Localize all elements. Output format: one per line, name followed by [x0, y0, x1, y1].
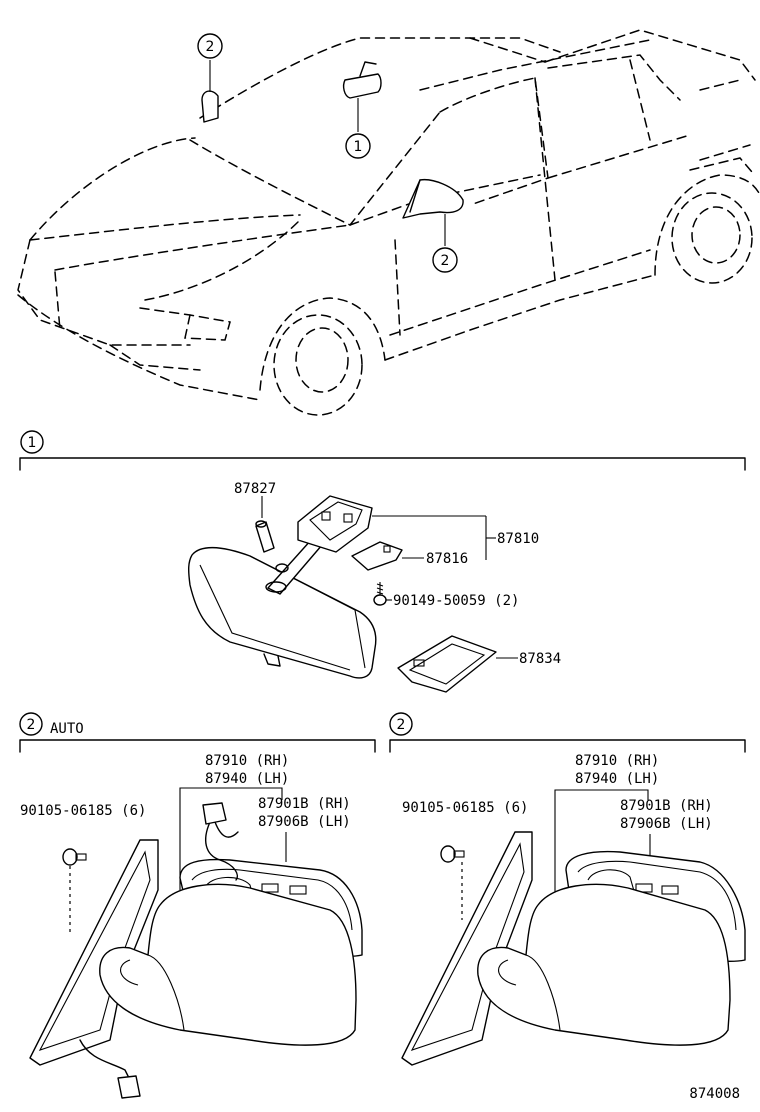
- part-87810-bracket: [297, 495, 373, 553]
- callout-1-inner-mirror: 1: [345, 133, 371, 159]
- section-1-number: 1: [28, 435, 37, 451]
- part-87827-cover: [255, 521, 275, 553]
- label-87816: 87816: [426, 551, 468, 567]
- label-90105-06185-auto: 90105-06185 (6): [20, 803, 146, 819]
- label-87901b-rh-manual: 87901B (RH): [620, 798, 713, 814]
- car-left-mirror: [201, 90, 219, 123]
- callout-2-right-mirror: 2: [432, 247, 458, 273]
- section-2-manual-bracket: [389, 739, 746, 753]
- label-87827: 87827: [234, 481, 276, 497]
- section-inner-mirror: 1 87827 87810 87816: [19, 430, 746, 693]
- section-outer-mirror-manual: 2 87910 (RH) 87940 (LH) 87901B (RH) 8790…: [389, 712, 746, 1066]
- figure-number: 874008: [689, 1086, 740, 1102]
- svg-text:2: 2: [441, 253, 450, 269]
- car-inner-mirror: [342, 73, 382, 99]
- car-right-mirror: [402, 179, 464, 219]
- label-87940-lh-manual: 87940 (LH): [575, 771, 659, 787]
- section-2-manual-number: 2: [397, 717, 406, 733]
- inner-mirror-housing: [187, 546, 377, 679]
- screw-90105-auto: [62, 848, 87, 866]
- label-87834: 87834: [519, 651, 561, 667]
- section-outer-mirror-auto: 2 AUTO 87910 (RH) 87940 (LH) 87901B (RH)…: [19, 712, 376, 1099]
- mirror-base-plate-manual: [401, 831, 533, 1066]
- part-90149-screw: [373, 582, 387, 606]
- callout-2-left-mirror: 2: [197, 33, 223, 59]
- label-90105-06185-manual: 90105-06185 (6): [402, 800, 528, 816]
- car-illustration: 2 1 2: [17, 29, 760, 416]
- label-87910-rh-auto: 87910 (RH): [205, 753, 289, 769]
- part-87816-clip: [351, 541, 403, 571]
- section-2-auto-label: AUTO: [50, 721, 84, 737]
- connector-top-auto: [202, 802, 227, 825]
- label-87906b-lh-auto: 87906B (LH): [258, 814, 351, 830]
- section-2-auto-number: 2: [27, 717, 36, 733]
- label-87910-rh-manual: 87910 (RH): [575, 753, 659, 769]
- label-90149-50059: 90149-50059 (2): [393, 593, 519, 609]
- connector-bottom-auto: [117, 1075, 141, 1099]
- part-87834-cover: [397, 635, 497, 693]
- label-87940-lh-auto: 87940 (LH): [205, 771, 289, 787]
- label-87906b-lh-manual: 87906B (LH): [620, 816, 713, 832]
- mirror-housing-manual: [477, 883, 731, 1046]
- svg-text:1: 1: [354, 139, 363, 155]
- label-87901b-rh-auto: 87901B (RH): [258, 796, 351, 812]
- label-87810: 87810: [497, 531, 539, 547]
- svg-text:2: 2: [206, 39, 215, 55]
- mirror-housing-auto: [99, 883, 357, 1046]
- screw-90105-manual: [440, 845, 465, 863]
- section-2-auto-bracket: [19, 739, 376, 753]
- section-1-bracket: [19, 457, 746, 471]
